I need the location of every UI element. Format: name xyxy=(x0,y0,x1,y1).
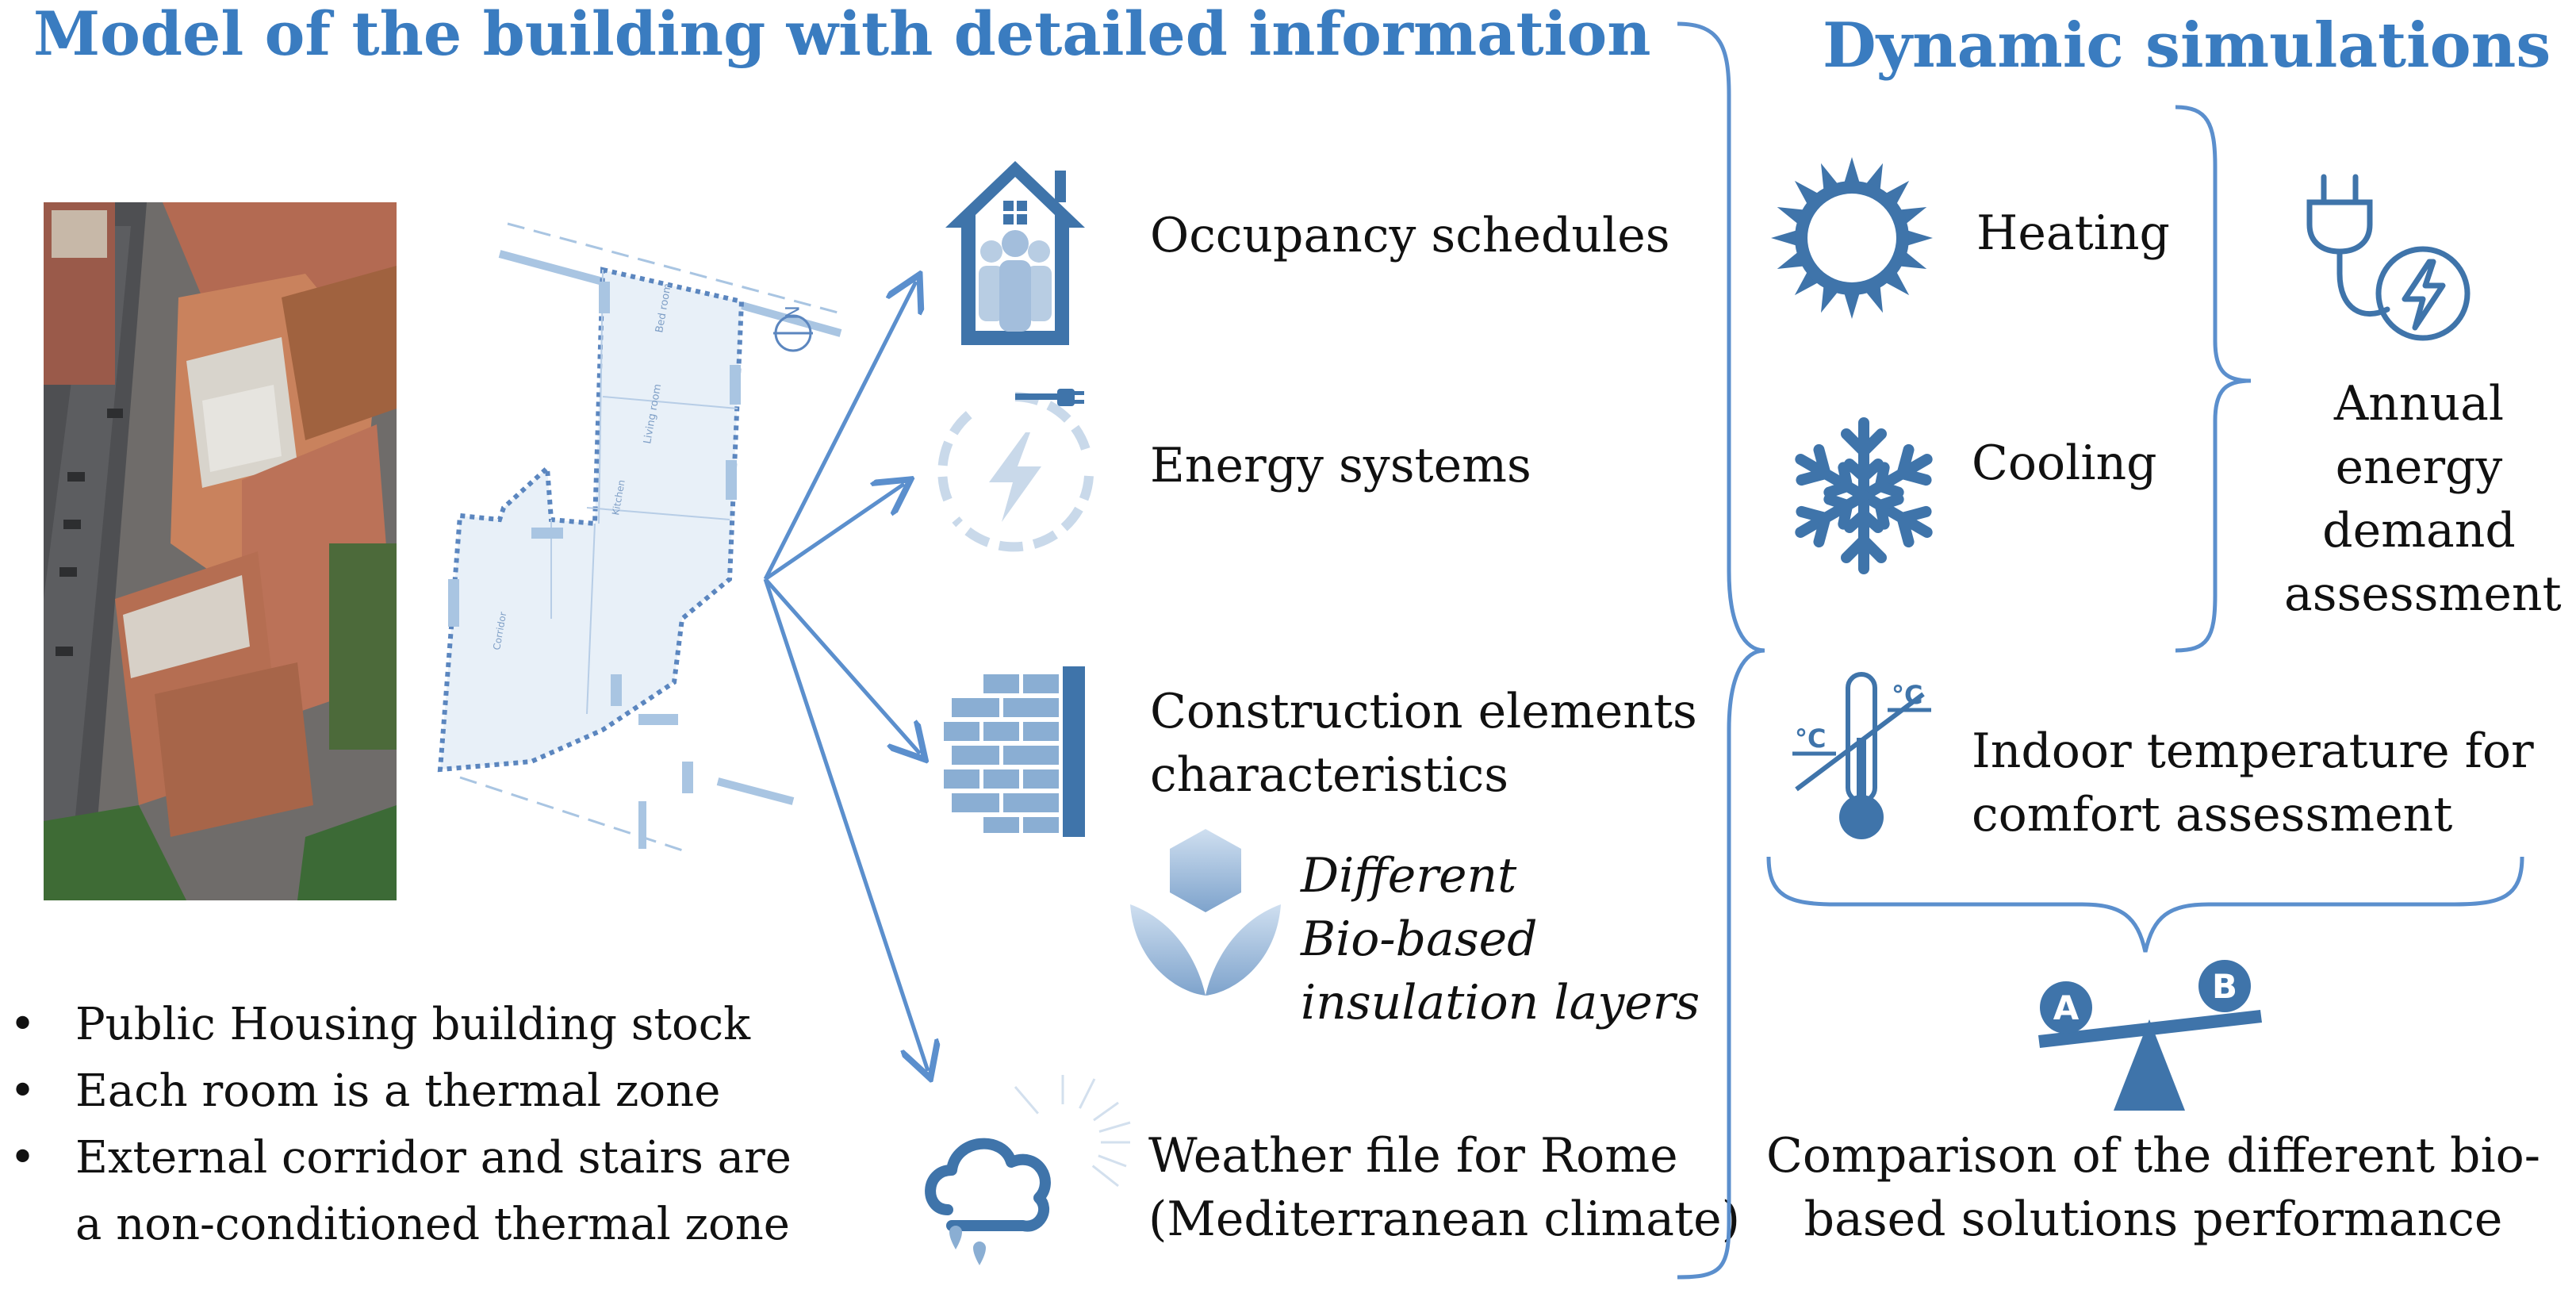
snowflake-arm xyxy=(1795,443,1869,501)
annual-label-line3: demand xyxy=(2322,503,2516,558)
snowflake-icon xyxy=(1795,417,1933,574)
annual-label-line1: Annual xyxy=(2333,376,2505,432)
floor-plan: Bed room Living room Kitchen Corridor N xyxy=(437,222,842,854)
sun-ray xyxy=(1899,206,1927,225)
sun-ray xyxy=(1771,230,1797,246)
indoor-label-line2: comfort assessment xyxy=(1972,787,2453,842)
north-arrow-icon: N xyxy=(773,305,813,352)
weather-label-line1: Weather file for Rome xyxy=(1148,1128,1678,1184)
bullet-item: •a non-conditioned thermal zone xyxy=(75,1199,790,1250)
degc-right: °C xyxy=(1892,680,1922,710)
annual-label-line2: energy xyxy=(2335,439,2503,495)
snowflake-arm xyxy=(1841,417,1887,501)
sun-ray xyxy=(1844,157,1860,183)
svg-text:N: N xyxy=(780,305,803,320)
occupancy-label: Occupancy schedules xyxy=(1150,208,1670,263)
construction-label-line1: Construction elements xyxy=(1150,684,1697,739)
snowflake-arm xyxy=(1795,490,1869,548)
weather-label-line2: (Mediterranean climate) xyxy=(1148,1192,1741,1247)
bio-label-line1: Different xyxy=(1301,848,1517,904)
scale-b-label: B xyxy=(2212,967,2237,1006)
brick-wall-icon xyxy=(944,666,1085,837)
sun-ray xyxy=(1820,163,1838,190)
scale-a-label: A xyxy=(2053,988,2080,1027)
inputs-brace xyxy=(1677,21,1765,1280)
indoor-label-line1: Indoor temperature for xyxy=(1972,723,2534,779)
annual-label-line4: assessment xyxy=(2284,566,2562,622)
outputs-brace xyxy=(1766,856,2524,953)
plug-bolt-icon xyxy=(2306,174,2471,341)
comparison-label-line2: based solutions performance xyxy=(1804,1192,2503,1247)
sun-ray xyxy=(1865,163,1884,190)
sun-ray xyxy=(1820,286,1838,313)
construction-label-line2: characteristics xyxy=(1150,747,1509,803)
sun-ray xyxy=(1844,293,1860,319)
right-section-title: Dynamic simulations xyxy=(1823,10,2551,82)
snowflake-arm xyxy=(1841,490,1887,574)
snowflake-arm xyxy=(1858,490,1933,548)
bullet-item: •Each room is a thermal zone xyxy=(10,1065,721,1117)
snowflake-arm xyxy=(1858,443,1933,501)
bullet-item: •External corridor and stairs are xyxy=(10,1132,792,1184)
bio-label-line3: insulation layers xyxy=(1301,975,1700,1030)
weather-cloud-sun-icon xyxy=(925,1075,1131,1265)
heating-label: Heating xyxy=(1976,205,2170,261)
thermometer-icon: °C °C xyxy=(1792,672,1931,839)
occupancy-icon xyxy=(945,161,1085,345)
balance-scale-icon: A B xyxy=(2038,960,2262,1111)
cooling-label: Cooling xyxy=(1972,436,2157,491)
left-section-title: Model of the building with detailed info… xyxy=(33,0,1651,69)
bullet-list: •Public Housing building stock •Each roo… xyxy=(0,992,792,1258)
heating-cooling-brace xyxy=(2175,105,2252,653)
degc-left: °C xyxy=(1795,723,1826,754)
comparison-label-line1: Comparison of the different bio- xyxy=(1765,1128,2541,1184)
aerial-photo xyxy=(44,202,397,900)
sun-icon xyxy=(1771,157,1933,319)
bio-label-line2: Bio-based xyxy=(1301,911,1538,967)
energy-systems-icon xyxy=(937,389,1094,552)
sun-ray xyxy=(1865,286,1884,313)
sun-ray xyxy=(1777,206,1804,225)
sun-ray xyxy=(1899,251,1927,270)
energy-systems-label: Energy systems xyxy=(1150,438,1531,493)
bullet-item: •Public Housing building stock xyxy=(10,999,751,1050)
sun-ray xyxy=(1777,251,1804,270)
sun-ray xyxy=(1907,230,1933,246)
bio-based-leaf-icon xyxy=(1130,829,1281,996)
